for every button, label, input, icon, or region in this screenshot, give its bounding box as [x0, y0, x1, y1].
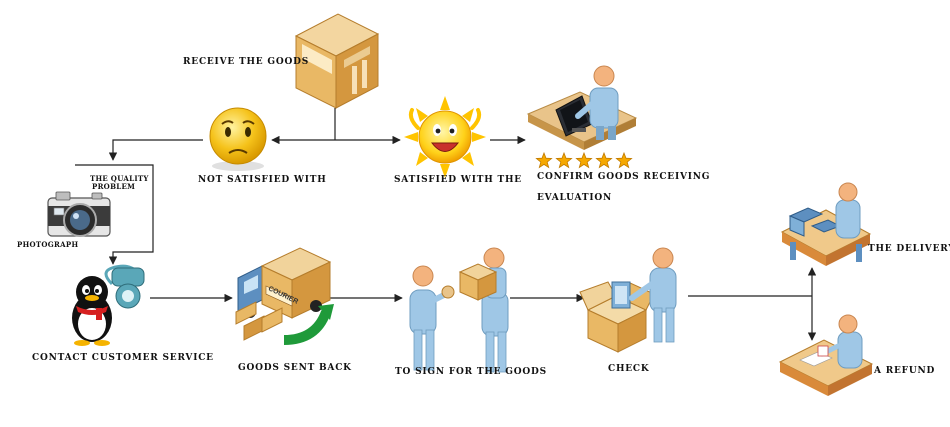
label-contact-service: CONTACT CUSTOMER SERVICE	[32, 353, 214, 363]
label-not-satisfied: NOT SATISFIED WITH	[198, 175, 327, 185]
label-confirm-receiving: CONFIRM GOODS RECEIVING	[537, 172, 711, 182]
connector-lines	[75, 108, 817, 341]
label-evaluation: EVALUATION	[537, 193, 612, 203]
delivery-conveyor-icon	[780, 182, 872, 266]
rating-stars	[535, 151, 633, 169]
label-quality-problem-1: THE QUALITY	[90, 174, 149, 183]
sad-face-icon	[209, 107, 267, 171]
penguin-phone-icon	[72, 264, 145, 346]
package-icon	[294, 13, 380, 109]
star-icon	[615, 151, 633, 169]
label-quality-problem-2: PROBLEM	[92, 182, 136, 191]
star-icon	[535, 151, 553, 169]
label-check: CHECK	[608, 364, 650, 374]
connector-to-camera	[108, 139, 203, 161]
label-delivery: THE DELIVERY	[868, 244, 950, 254]
courier-truck-icon	[235, 247, 334, 345]
sign-for-goods-icon	[409, 247, 509, 373]
star-icon	[595, 151, 613, 169]
happy-sun-icon	[404, 96, 486, 178]
star-icon	[555, 151, 573, 169]
label-photograph: PHOTOGRAPH	[17, 240, 79, 249]
star-icon	[575, 151, 593, 169]
refund-desk-icon	[778, 314, 874, 396]
label-refund: A REFUND	[874, 366, 936, 376]
computer-desk-person-icon	[526, 65, 638, 150]
connector-quality-bracket	[75, 164, 154, 265]
label-sign-for-goods: TO SIGN FOR THE GOODS	[395, 367, 547, 377]
camera-icon	[47, 191, 111, 237]
label-goods-sent-back: GOODS SENT BACK	[238, 363, 352, 373]
label-satisfied: SATISFIED WITH THE	[394, 175, 522, 185]
label-receive-goods: RECEIVE THE GOODS	[183, 57, 310, 67]
check-goods-icon	[579, 247, 677, 353]
